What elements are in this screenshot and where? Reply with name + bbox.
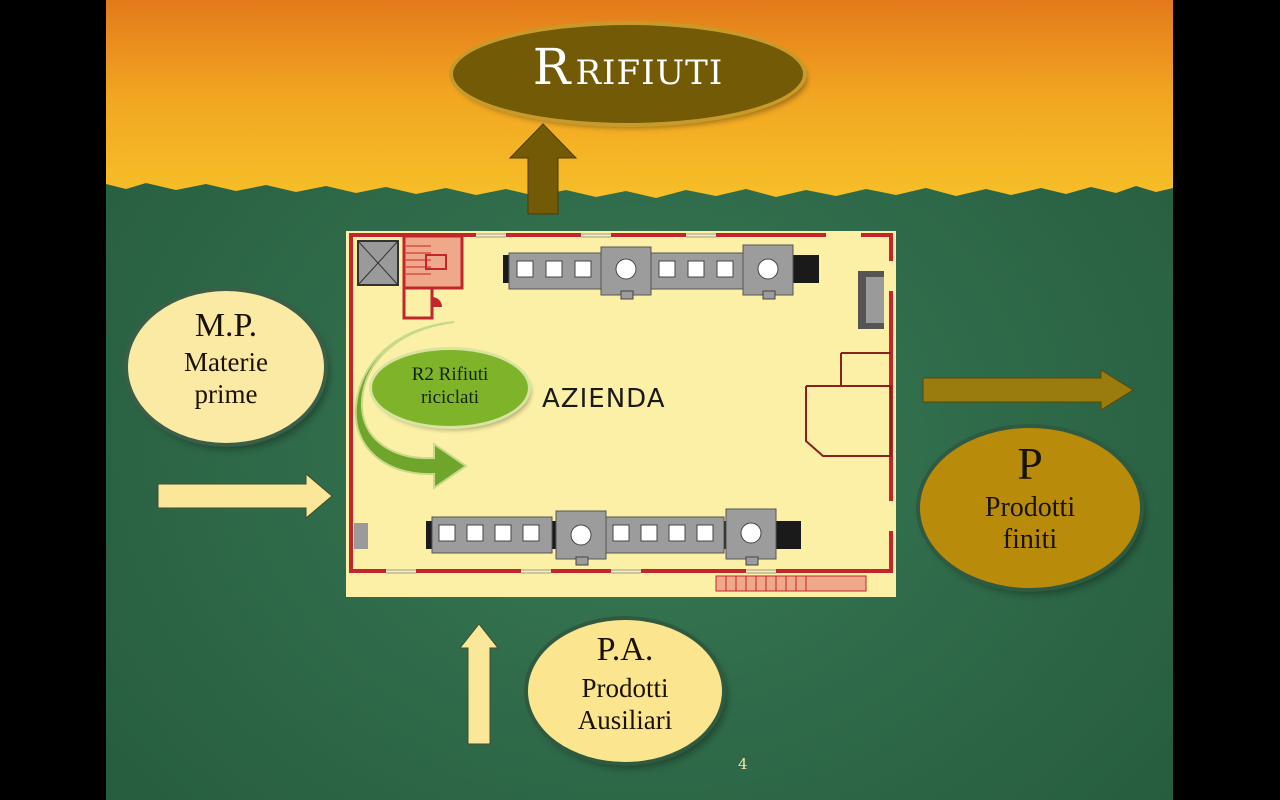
auxiliary-oval: [528, 620, 722, 762]
raw-materials-code: M.P.: [194, 307, 258, 344]
recycle-arrow: [354, 321, 468, 490]
bottom-machine-line: [426, 508, 801, 566]
waste-label: RIFIUTI: [575, 53, 724, 93]
floor-plan: [346, 231, 896, 597]
waste-arrow: [508, 123, 578, 215]
waste-letter: R: [532, 38, 571, 96]
products-text: P Prodotti finiti: [920, 436, 1140, 556]
raw-materials-line2: prime: [194, 379, 258, 409]
products-code: P: [1017, 438, 1043, 489]
waste-title: R RIFIUTI: [453, 38, 803, 108]
auxiliary-line2: Ausiliari: [577, 705, 673, 735]
products-line2: finiti: [1002, 524, 1058, 555]
raw-materials-line1: Materie: [184, 347, 268, 377]
recycled-text: R2 Rifiuti riciclati: [372, 363, 528, 409]
recycled-line1: R2 Rifiuti: [411, 364, 489, 385]
slide: R RIFIUTI M.P. Materie prime: [106, 0, 1173, 800]
auxiliary-text: P.A. Prodotti Ausiliari: [528, 628, 722, 736]
auxiliary-arrow: [458, 623, 500, 745]
auxiliary-line1: Prodotti: [581, 673, 669, 703]
products-line1: Prodotti: [984, 492, 1076, 523]
raw-materials-text: M.P. Materie prime: [128, 306, 324, 410]
products-arrow: [922, 369, 1134, 411]
top-machine-line: [503, 244, 819, 300]
company-label: AZIENDA: [542, 384, 666, 414]
page-number: 4: [738, 755, 748, 773]
recycled-line2: riciclati: [420, 387, 480, 408]
auxiliary-code: P.A.: [596, 631, 654, 668]
recycled-oval: [372, 350, 528, 426]
raw-materials-arrow: [157, 472, 333, 520]
raw-materials-oval: [128, 291, 324, 443]
products-oval: [920, 428, 1140, 588]
waste-oval: [453, 25, 803, 123]
